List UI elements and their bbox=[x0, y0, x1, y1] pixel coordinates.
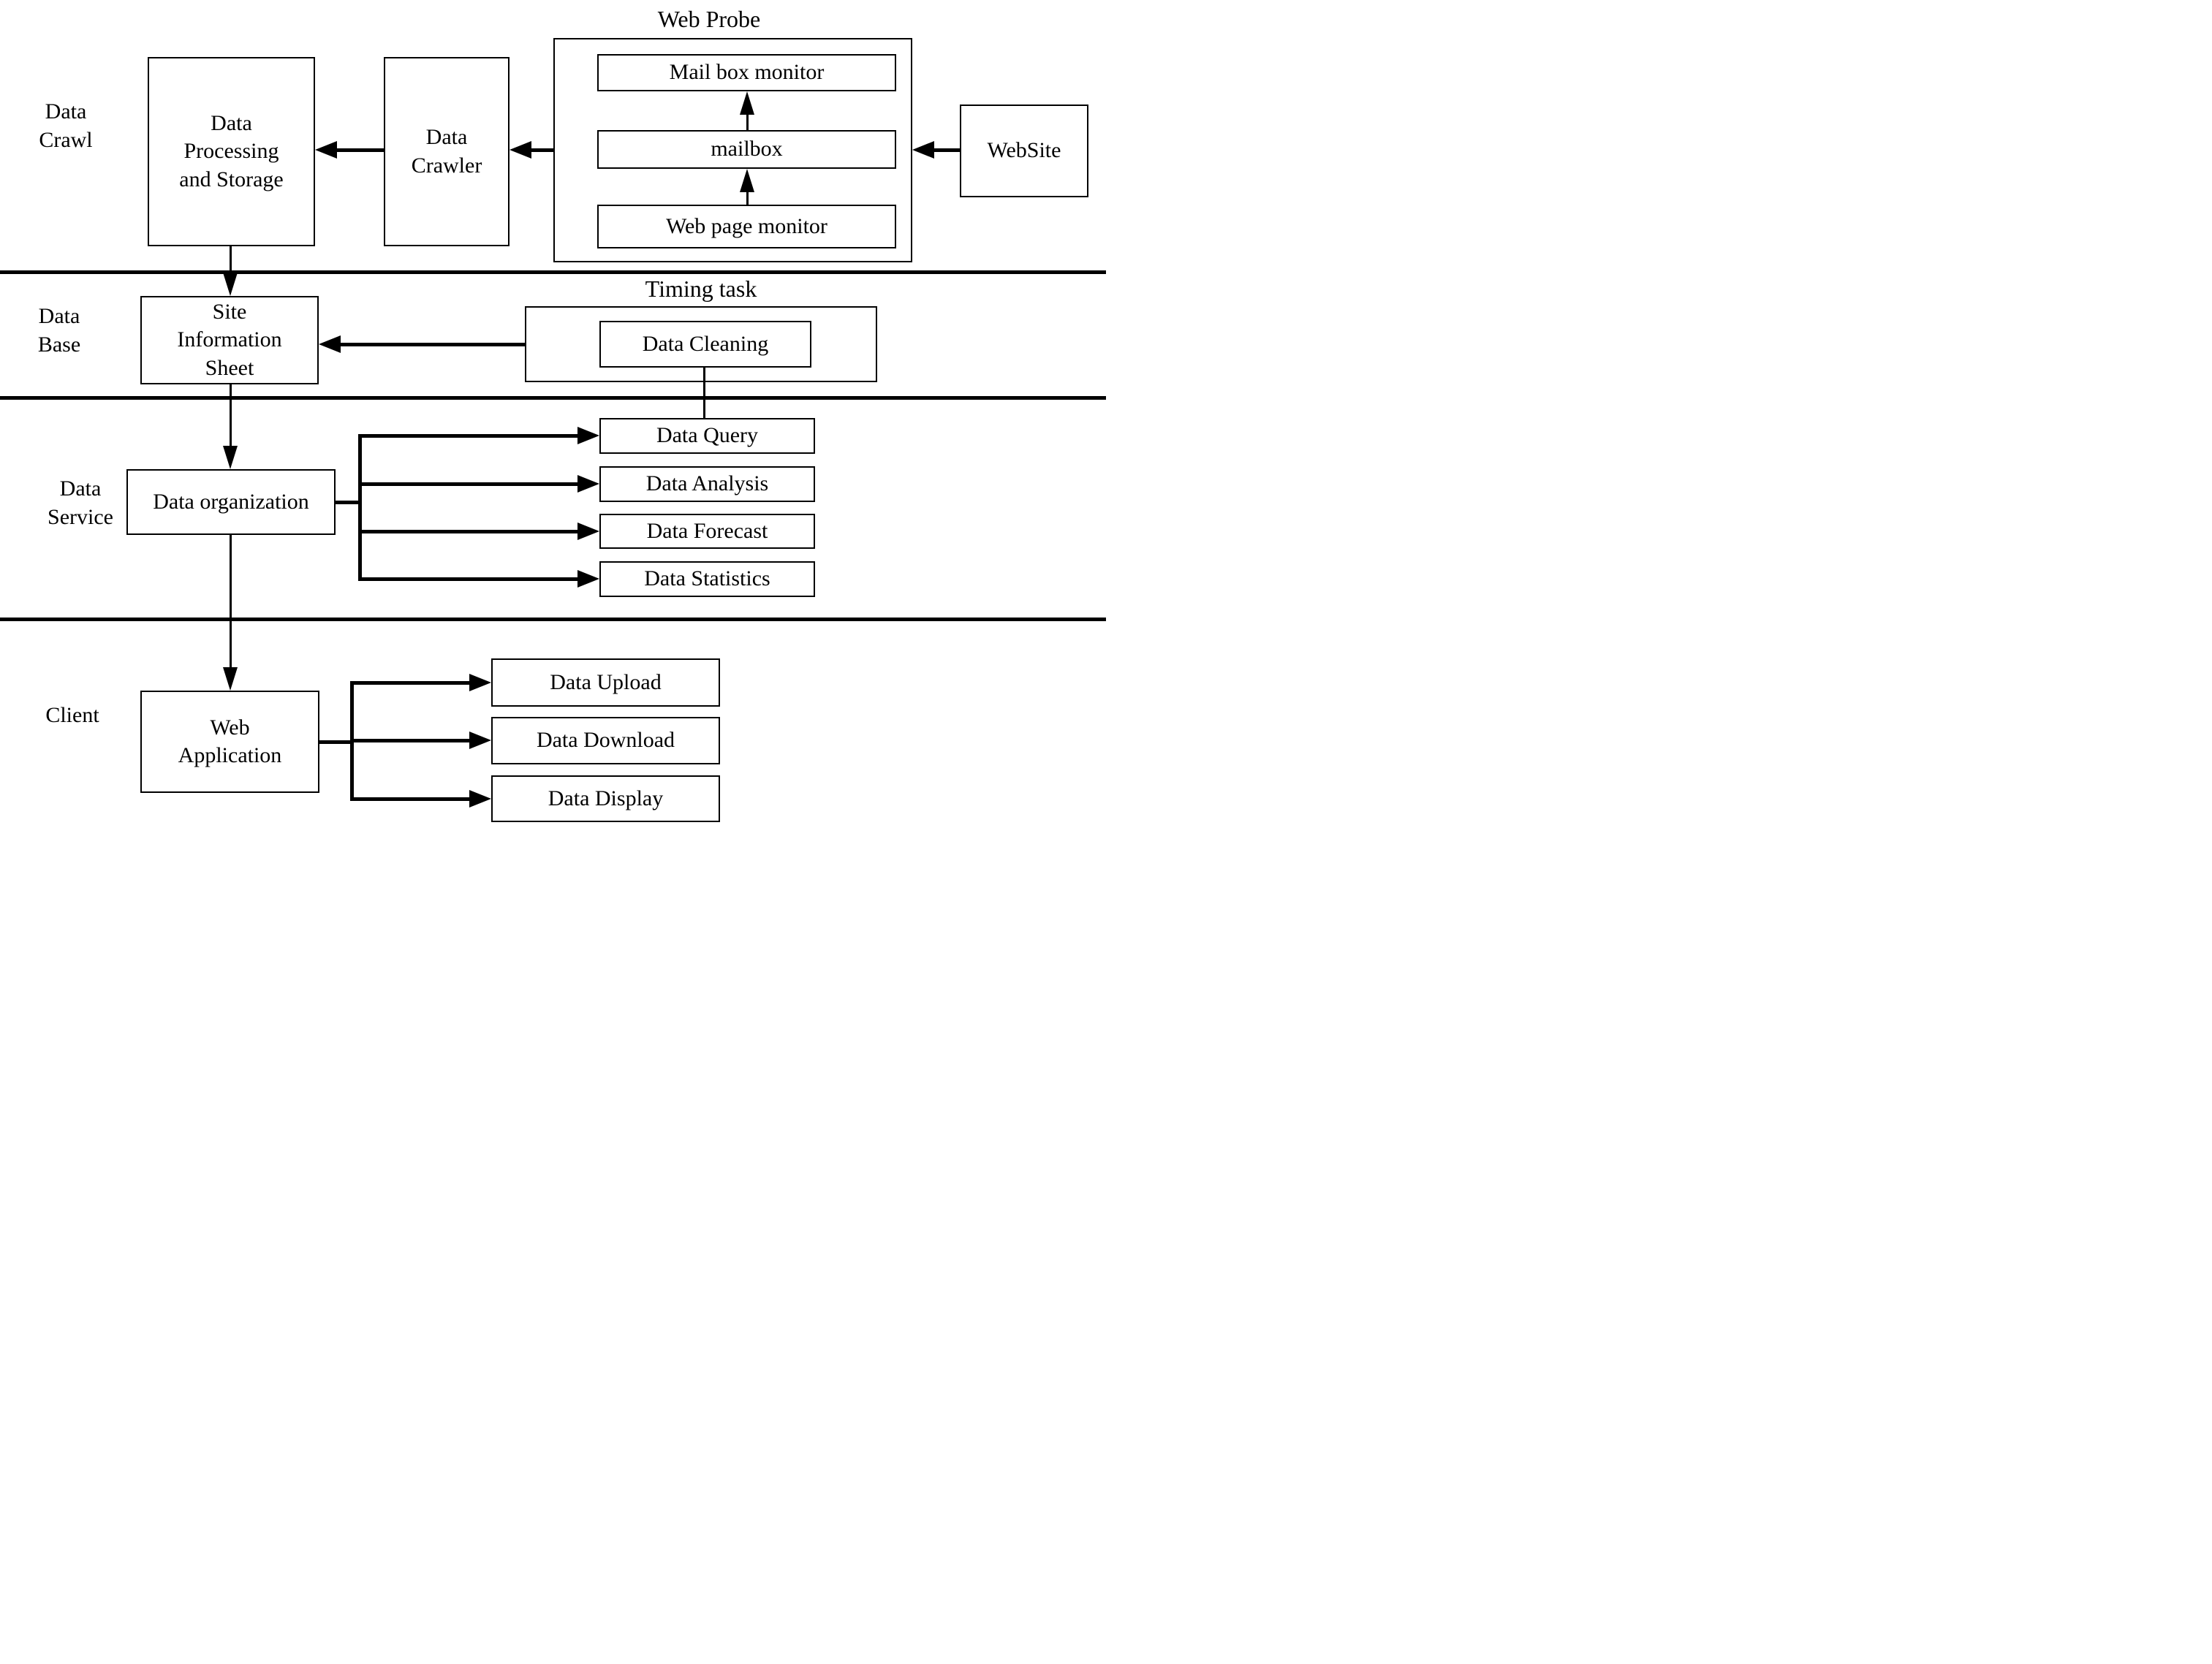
node-web-page-monitor: Web page monitor bbox=[597, 205, 896, 248]
arrow-siteinfo-to-dataorg-shaft bbox=[230, 384, 232, 446]
node-data-organization: Data organization bbox=[126, 469, 336, 535]
node-data-cleaning: Data Cleaning bbox=[599, 321, 811, 368]
branch-data-download-head bbox=[469, 732, 491, 749]
arrow-website-to-webprobe-head bbox=[912, 141, 934, 159]
branch-data-query-shaft bbox=[360, 434, 577, 438]
arrow-webprobe-to-crawler-shaft bbox=[531, 148, 553, 152]
node-site-information-sheet: Site Information Sheet bbox=[140, 296, 319, 384]
node-mailbox: mailbox bbox=[597, 130, 896, 169]
branch-data-analysis-shaft bbox=[360, 482, 577, 486]
layer-label-data-crawl: Data Crawl bbox=[39, 99, 93, 152]
divider-crawl-base bbox=[0, 270, 1106, 274]
node-data-display: Data Display bbox=[491, 775, 720, 822]
node-data-forecast: Data Forecast bbox=[599, 514, 815, 549]
diagram-canvas: Data Crawl Data Base Data Service Client… bbox=[0, 0, 1106, 832]
branch-data-statistics-head bbox=[577, 570, 599, 588]
node-data-download: Data Download bbox=[491, 717, 720, 764]
arrow-timing-to-siteinfo-head bbox=[319, 335, 341, 353]
line-cleaning-to-query bbox=[703, 368, 705, 418]
arrow-mailbox-to-mailmonitor-head bbox=[740, 91, 754, 115]
node-data-analysis: Data Analysis bbox=[599, 466, 815, 502]
arrow-siteinfo-to-dataorg-head bbox=[223, 446, 238, 469]
arrow-webpage-to-mailbox-head bbox=[740, 169, 754, 192]
web-probe-container bbox=[553, 38, 912, 262]
layer-label-data-service: Data Service bbox=[48, 476, 113, 529]
node-data-processing-and-storage: Data Processing and Storage bbox=[148, 57, 315, 246]
divider-base-service bbox=[0, 396, 1106, 400]
branch-data-upload-shaft bbox=[352, 681, 469, 685]
arrow-dataorg-to-webapp-head bbox=[223, 667, 238, 691]
arrow-crawler-to-processing-shaft bbox=[337, 148, 384, 152]
node-data-query: Data Query bbox=[599, 418, 815, 454]
branch-data-analysis-head bbox=[577, 475, 599, 493]
arrow-webprobe-to-crawler-head bbox=[510, 141, 531, 159]
timing-task-container bbox=[525, 306, 877, 382]
branch-data-display-shaft bbox=[352, 797, 469, 801]
arrow-processing-to-siteinfo-head bbox=[223, 273, 238, 296]
divider-service-client bbox=[0, 618, 1106, 621]
arrow-mailbox-to-mailmonitor-shaft bbox=[746, 115, 749, 130]
node-web-application: Web Application bbox=[140, 691, 319, 793]
node-data-statistics: Data Statistics bbox=[599, 561, 815, 597]
branch-data-forecast-shaft bbox=[360, 530, 577, 533]
branch-data-upload-head bbox=[469, 674, 491, 691]
layer-label-data-base: Data Base bbox=[37, 304, 81, 357]
branch-data-query-head bbox=[577, 427, 599, 444]
timing-task-title: Timing task bbox=[645, 275, 757, 302]
web-probe-title: Web Probe bbox=[657, 5, 761, 32]
arrow-processing-to-siteinfo-shaft bbox=[230, 246, 232, 273]
service-trunk-line bbox=[358, 434, 362, 581]
arrow-dataorg-to-webapp-shaft bbox=[230, 535, 232, 667]
connector-dataorg-to-trunk bbox=[336, 501, 360, 504]
arrow-timing-to-siteinfo-shaft bbox=[341, 343, 525, 346]
connector-webapp-to-trunk bbox=[319, 740, 352, 744]
branch-data-display-head bbox=[469, 790, 491, 808]
node-mail-box-monitor: Mail box monitor bbox=[597, 54, 896, 91]
branch-data-download-shaft bbox=[352, 739, 469, 742]
arrow-website-to-webprobe-shaft bbox=[934, 148, 960, 152]
arrow-crawler-to-processing-head bbox=[315, 141, 337, 159]
arrow-webpage-to-mailbox-shaft bbox=[746, 192, 749, 205]
node-data-crawler: Data Crawler bbox=[384, 57, 510, 246]
branch-data-statistics-shaft bbox=[360, 577, 577, 581]
node-data-upload: Data Upload bbox=[491, 658, 720, 707]
node-website: WebSite bbox=[960, 105, 1088, 197]
layer-label-client: Client bbox=[45, 702, 99, 727]
branch-data-forecast-head bbox=[577, 523, 599, 540]
